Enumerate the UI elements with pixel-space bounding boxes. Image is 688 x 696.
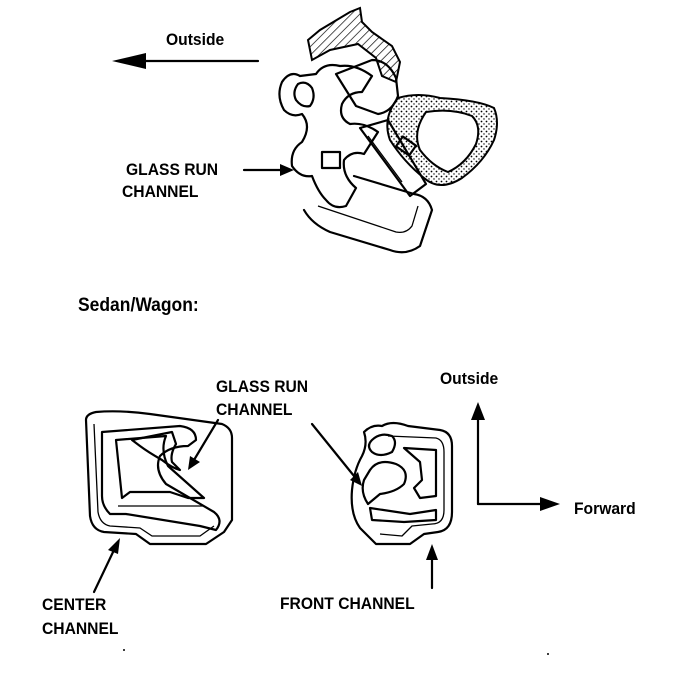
forward-label: Forward [574,499,636,518]
bottom-glass-run-label-line1: GLASS RUN [216,377,309,396]
center-channel-label-line2: CHANNEL [42,619,119,638]
center-channel-profile [84,410,234,546]
top-glass-run-label-line1: GLASS RUN [126,160,219,179]
weatherstrip-seal [386,94,498,186]
center-channel-leader-icon [92,538,120,594]
top-glass-run-channel-profile [278,58,434,254]
front-channel-label: FRONT CHANNEL [280,594,415,613]
outside-arrow-icon [112,53,260,69]
section-heading: Sedan/Wagon: [78,295,199,316]
center-channel-label-line1: CENTER [42,595,107,614]
bottom-outside-label: Outside [440,369,499,388]
front-channel-leader-icon [426,544,438,590]
orientation-axes-icon [471,402,560,511]
body-panel-section [306,6,402,84]
top-outside-label: Outside [166,30,225,49]
bottom-glass-run-label-line2: CHANNEL [216,400,293,419]
bottom-glass-run-leader-left-icon [188,418,220,470]
top-glass-run-leader-icon [242,164,294,176]
top-glass-run-label-line2: CHANNEL [122,182,199,201]
bottom-glass-run-leader-right-icon [310,422,362,486]
front-channel-profile [350,421,454,546]
